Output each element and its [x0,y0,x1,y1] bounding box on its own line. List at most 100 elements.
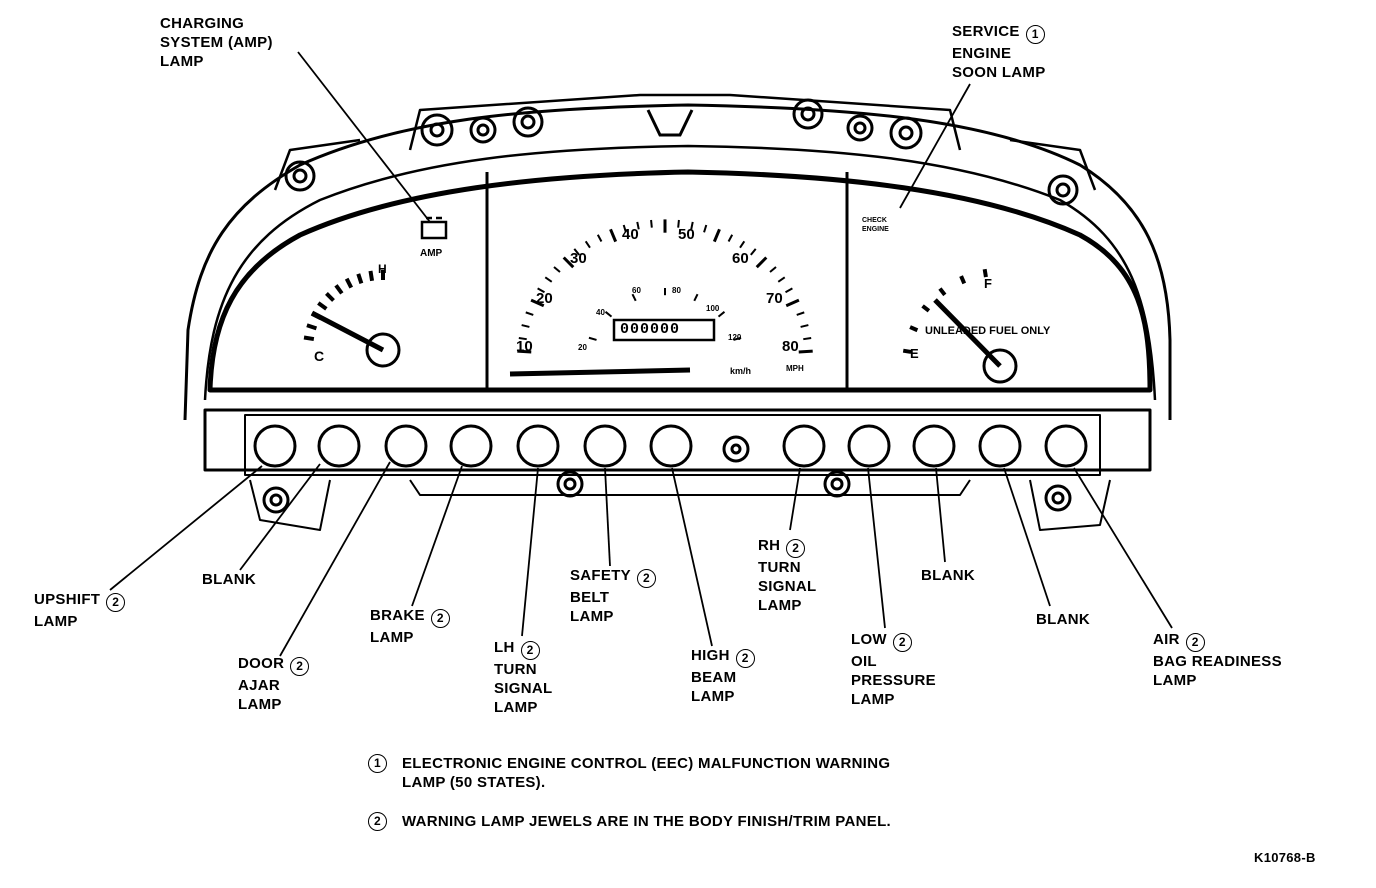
fuel-gauge-tick [938,287,947,297]
speedometer-tick [755,256,768,269]
temp-h-label: H [378,262,387,276]
speedometer-tick [584,240,591,249]
speedometer-tick [690,221,694,230]
warning-lamp-lens-11 [978,424,1022,468]
mph-unit-label: MPH [786,364,804,373]
speedometer-tick [544,276,553,283]
figure-id: K10768-B [1254,850,1316,865]
leader-line-9 [671,467,713,647]
leader-line-6 [411,465,463,607]
speedometer-tick [525,311,534,316]
temp-gauge-tick [368,270,375,282]
warning-lamp-lens-3 [384,424,428,468]
speedometer-tick [739,240,746,249]
speedometer-tick [596,234,603,242]
speedometer-tick [727,234,734,242]
footnote-2-marker: 2 [636,569,656,588]
speedometer-tick [798,349,813,354]
temp-gauge-tick [344,277,354,289]
charging-system-lamp-label: CHARGING SYSTEM (AMP) LAMP [160,15,273,70]
kmh-tick [588,336,597,341]
warning-lamp-lens-7 [649,424,693,468]
lamp-strip [203,408,1152,472]
blank-lamp-label-2: BLANK [921,567,975,584]
speedometer-tick [650,219,653,228]
mph-tick-label: 30 [570,250,587,267]
footnote-1-marker: 1 [1025,25,1045,44]
battery-icon [420,216,448,240]
kmh-tick [693,293,699,302]
footnote-2-marker: 2 [430,609,450,628]
kmh-tick-label: 120 [728,333,742,342]
warning-lamp-lens-1 [253,424,297,468]
speedometer-tick [769,266,777,273]
speedometer-tick [517,349,532,354]
footnote-2-marker: 2 [290,657,310,676]
speedometer-tick [803,337,812,341]
warning-lamp-lens-8 [782,424,826,468]
leader-line-1 [297,51,431,223]
kmh-unit-label: km/h [730,366,752,376]
mph-tick-label: 60 [732,250,749,267]
speedometer-tick [609,228,618,243]
leader-line-13 [1003,467,1051,607]
footnote-2: 2 WARNING LAMP JEWELS ARE IN THE BODY FI… [368,812,928,831]
footnote-2-marker: 2 [892,633,912,652]
footnote-2-marker: 2 [520,641,540,660]
warning-lamp-lens-9 [847,424,891,468]
temp-gauge-tick [303,335,315,342]
leader-line-10 [789,467,801,531]
fuel-f-label: F [984,276,992,291]
warning-lamp-lens-2 [317,424,361,468]
warning-lamp-lens-10 [912,424,956,468]
odometer-window [612,318,716,342]
kmh-tick-label: 80 [672,286,681,295]
kmh-tick [604,311,613,318]
temp-gauge-tick [317,301,328,311]
mph-tick-label: 70 [766,290,783,307]
temp-gauge-tick [306,323,318,331]
speedometer-tick [553,266,561,273]
speedometer-tick [537,287,545,294]
kmh-tick [717,311,726,318]
footnote-2-marker: 2 [1185,633,1205,652]
fuel-gauge-tick [909,325,919,333]
speedometer-tick [562,256,575,269]
mph-tick-label: 10 [516,338,533,355]
kmh-tick-label: 20 [578,343,587,352]
leader-line-14 [1073,467,1173,629]
speedometer-tick [703,224,708,233]
leader-line-3 [109,465,263,591]
leader-line-11 [867,467,886,629]
warning-lamp-lens-12 [1044,424,1088,468]
kmh-tick [631,293,637,302]
fuel-needle [933,298,1002,368]
temp-gauge-tick [334,284,344,295]
fuel-gauge-tick [959,275,967,285]
cluster-housing [183,103,1172,421]
temp-needle [310,310,385,353]
footnote-1: 1 ELECTRONIC ENGINE CONTROL (EEC) MALFUN… [368,754,908,792]
mph-tick-label: 80 [782,338,799,355]
speedometer-tick [796,311,805,316]
speedometer-tick [750,248,757,256]
footnote-2-marker: 2 [735,649,755,668]
speedometer-tick [800,324,809,328]
speedometer-tick [622,224,627,233]
blank-lamp-label-1: BLANK [202,571,256,588]
kmh-tick-label: 100 [706,304,720,313]
mph-tick-label: 20 [536,290,553,307]
dial-face [207,169,1153,393]
leader-line-5 [279,461,391,657]
